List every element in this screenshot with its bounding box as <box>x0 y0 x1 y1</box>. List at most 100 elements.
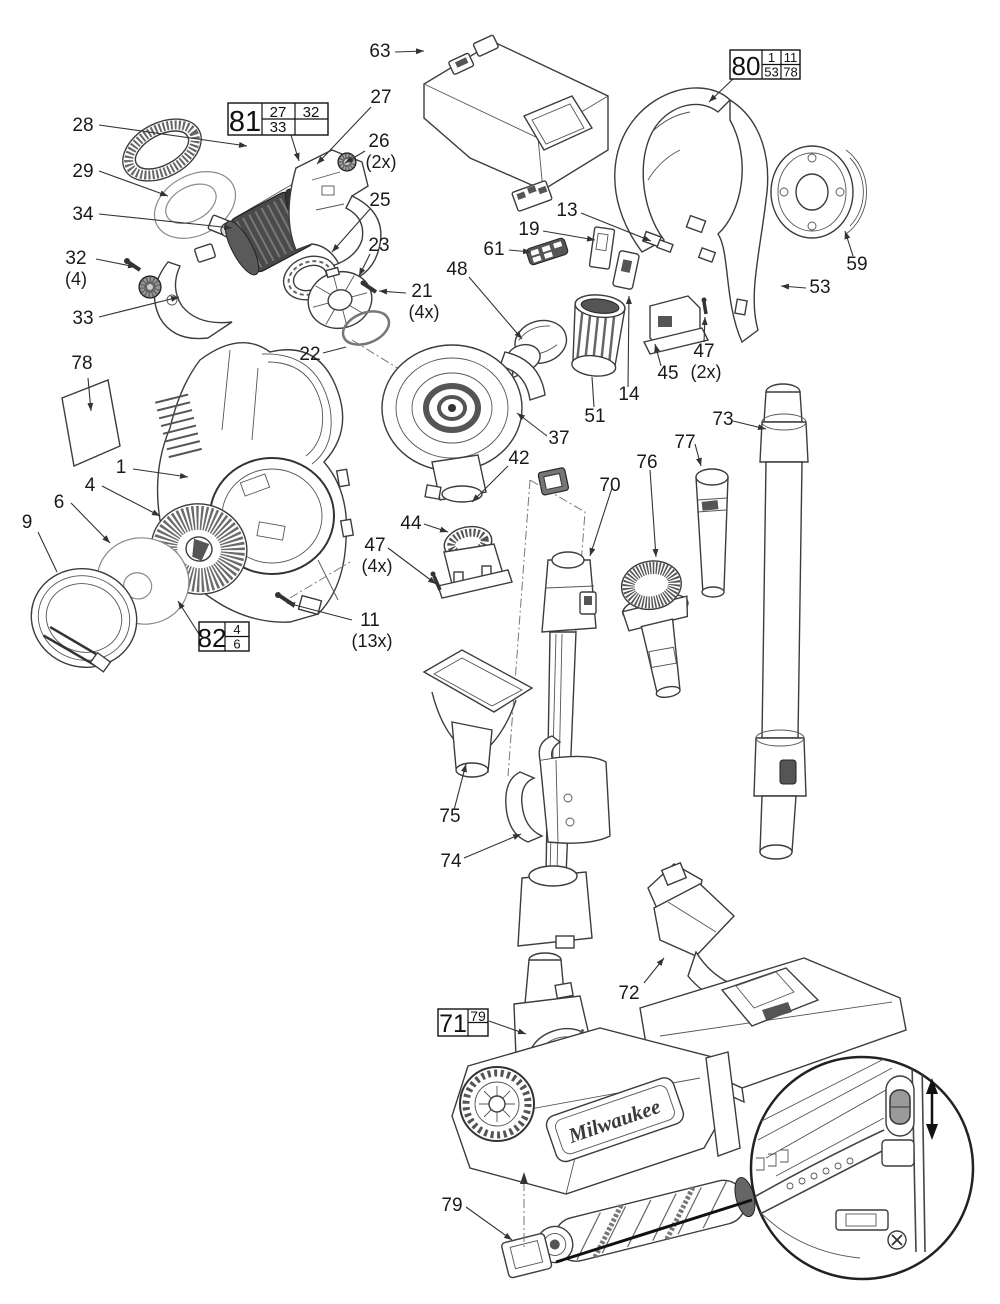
part-63-button <box>511 180 553 212</box>
callout-47-right-qty: (2x) <box>691 362 722 382</box>
callout-9: 9 <box>22 512 33 533</box>
leader-76 <box>649 469 659 558</box>
callout-14: 14 <box>618 384 640 405</box>
callout-47-left: 47 <box>364 535 385 556</box>
part-42-clip <box>537 467 570 496</box>
leader-45 <box>654 343 662 367</box>
callout-37: 37 <box>548 428 569 449</box>
ref-box-82-main: 82 <box>198 623 227 653</box>
callout-70: 70 <box>599 475 620 496</box>
leader-4 <box>101 485 161 517</box>
leader-33 <box>98 296 180 318</box>
callout-26: 26 <box>368 131 389 152</box>
ref-box-80-cell-2: 53 <box>764 65 778 80</box>
callout-61: 61 <box>483 239 504 260</box>
leader-75 <box>453 763 467 811</box>
ref-box-81-main: 81 <box>229 106 261 138</box>
leader-6 <box>70 502 111 544</box>
part-19-pcb-bracket <box>588 226 616 270</box>
ref-box-81: 81 27 32 33 <box>227 102 329 138</box>
leader-27 <box>316 106 372 165</box>
callout-51: 51 <box>584 406 605 427</box>
callout-32-qty: (4) <box>65 269 87 289</box>
leader-11 <box>286 602 353 621</box>
inset-brushroll <box>756 1149 854 1190</box>
callout-33: 33 <box>72 308 93 329</box>
assembly-axis-arrow <box>520 1172 528 1248</box>
ref-box-82: 82 4 6 <box>198 621 250 653</box>
callout-53: 53 <box>809 277 830 298</box>
part-21-screw <box>360 280 378 294</box>
part-73-extension-wand <box>753 383 809 860</box>
callout-74: 74 <box>440 851 462 872</box>
leader-73 <box>732 420 767 431</box>
inset-latch <box>881 1139 915 1167</box>
part-76-dusting-brush <box>620 560 689 698</box>
callout-76: 76 <box>636 452 657 473</box>
part-37-turbine <box>381 344 546 503</box>
callout-48: 48 <box>446 259 467 280</box>
leader-26 <box>344 150 366 164</box>
part-78-label-sticker <box>61 379 121 467</box>
leader-51 <box>591 376 595 408</box>
leader-61 <box>508 248 532 255</box>
leader-32 <box>95 258 137 269</box>
ref-box-80: 80 1 11 53 78 <box>729 49 801 81</box>
callout-59: 59 <box>846 254 867 275</box>
leader-34 <box>98 213 233 231</box>
part-77-adapter <box>695 468 729 598</box>
leader-19 <box>542 230 596 242</box>
part-80-housing-shell <box>614 87 769 344</box>
callouts: 28 29 34 32 (4) 33 78 1 4 6 9 27 26 (2x)… <box>22 41 868 1216</box>
leader-37 <box>516 412 548 437</box>
callout-44: 44 <box>400 513 422 534</box>
part-59-wheel <box>770 145 867 239</box>
callout-32: 32 <box>65 248 86 269</box>
leader-13 <box>580 212 652 242</box>
leader-21 <box>378 288 407 295</box>
leader-72 <box>643 957 665 984</box>
callout-28: 28 <box>72 115 93 136</box>
leader-box81 <box>290 134 300 162</box>
callout-75: 75 <box>439 806 460 827</box>
leader-59 <box>844 230 854 257</box>
ref-box-80-cell-1: 11 <box>784 50 798 65</box>
leader-box82 <box>177 600 200 635</box>
leader-77 <box>694 443 702 467</box>
callout-72: 72 <box>618 983 639 1004</box>
part-45-switch-box <box>642 295 710 355</box>
leader-79 <box>465 1206 513 1241</box>
ref-box-71-cell-0: 79 <box>470 1008 486 1024</box>
part-71-power-head: Milwaukee <box>451 952 741 1195</box>
callout-19: 19 <box>518 219 539 240</box>
leader-14 <box>625 295 632 388</box>
leader-25 <box>331 208 371 253</box>
inset-double-arrow <box>926 1078 938 1140</box>
callout-25: 25 <box>369 190 390 211</box>
part-33-clamp-shell <box>153 243 233 340</box>
ref-box-80-cell-0: 1 <box>768 50 775 65</box>
leader-47-left <box>387 547 437 585</box>
leader-9 <box>37 531 58 573</box>
part-79-brushroll <box>501 1177 756 1279</box>
inset-detail-view <box>749 1055 975 1281</box>
part-75-utility-nozzle <box>422 649 534 778</box>
part-47-screw-right <box>701 297 708 315</box>
callout-42: 42 <box>508 448 529 469</box>
callout-34: 34 <box>72 204 94 225</box>
leader-lines <box>37 48 854 1241</box>
callout-29: 29 <box>72 161 93 182</box>
leader-1 <box>132 468 189 479</box>
callout-77: 77 <box>674 432 695 453</box>
part-22-oring <box>341 310 391 346</box>
leader-28 <box>98 124 248 148</box>
leader-63 <box>394 48 425 55</box>
part-44-caster <box>437 525 513 599</box>
callout-11: 11 <box>360 610 380 631</box>
leader-box80 <box>708 78 734 103</box>
ref-box-71: 71 79 <box>437 1008 489 1038</box>
callout-26-qty: (2x) <box>366 152 397 172</box>
part-group-motor-assembly <box>122 118 426 386</box>
callout-6: 6 <box>54 492 65 513</box>
callout-4: 4 <box>85 475 96 496</box>
